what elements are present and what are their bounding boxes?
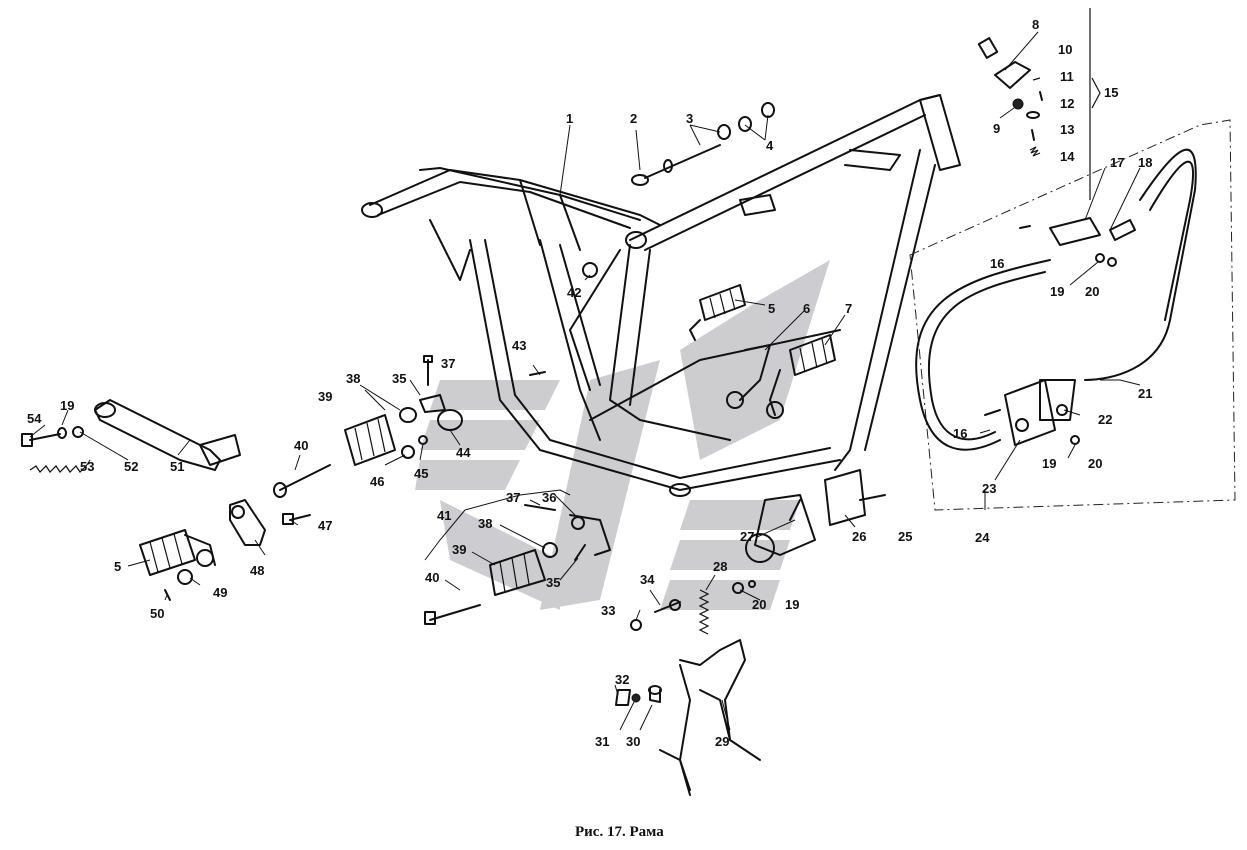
callout-31: 31 <box>595 734 609 749</box>
callout-20c: 20 <box>752 597 766 612</box>
callout-19c: 19 <box>785 597 799 612</box>
callout-44: 44 <box>456 445 471 460</box>
callout-42: 42 <box>567 285 581 300</box>
callout-38b: 38 <box>346 371 360 386</box>
callout-28: 28 <box>713 559 727 574</box>
callout-50: 50 <box>150 606 164 621</box>
callout-49: 49 <box>213 585 227 600</box>
callout-23: 23 <box>982 481 996 496</box>
callout-54: 54 <box>27 411 42 426</box>
callout-8: 8 <box>1032 17 1039 32</box>
callout-14: 14 <box>1060 149 1075 164</box>
callout-13: 13 <box>1060 122 1074 137</box>
part-2-bolt <box>631 102 775 186</box>
callout-16b: 16 <box>953 426 967 441</box>
callout-53: 53 <box>80 459 94 474</box>
crash-bar-assembly <box>909 119 1236 511</box>
callout-48: 48 <box>250 563 264 578</box>
ignition-parts <box>977 8 1101 200</box>
main-frame <box>361 94 961 497</box>
callout-25: 25 <box>898 529 912 544</box>
callout-10: 10 <box>1058 42 1072 57</box>
callout-35b: 35 <box>392 371 406 386</box>
callout-38: 38 <box>478 516 492 531</box>
callout-20: 20 <box>1085 284 1099 299</box>
callout-16: 16 <box>990 256 1004 271</box>
footrest-left-upper <box>273 262 598 525</box>
callout-11: 11 <box>1060 69 1074 84</box>
callout-20b: 20 <box>1088 456 1102 471</box>
callout-12: 12 <box>1060 96 1074 111</box>
callout-5b: 5 <box>114 559 121 574</box>
callout-19: 19 <box>1050 284 1064 299</box>
callout-5: 5 <box>768 301 775 316</box>
callout-18: 18 <box>1138 155 1152 170</box>
callout-labels: 1 2 3 4 5 6 7 8 9 10 11 12 13 14 15 16 1… <box>27 17 1152 749</box>
callout-32: 32 <box>615 672 629 687</box>
callout-4: 4 <box>766 138 774 153</box>
callout-6: 6 <box>803 301 810 316</box>
callout-37b: 37 <box>441 356 455 371</box>
callout-15: 15 <box>1104 85 1118 100</box>
callout-2: 2 <box>630 111 637 126</box>
callout-41: 41 <box>437 508 451 523</box>
callout-40: 40 <box>425 570 439 585</box>
callout-29: 29 <box>715 734 729 749</box>
footrest-right <box>689 284 836 419</box>
callout-47: 47 <box>318 518 332 533</box>
callout-33: 33 <box>601 603 615 618</box>
callout-30: 30 <box>626 734 640 749</box>
callout-52: 52 <box>124 459 138 474</box>
callout-51: 51 <box>170 459 184 474</box>
figure-caption: Рис. 17. Рама <box>575 824 664 840</box>
callout-19b: 19 <box>1042 456 1056 471</box>
callout-3: 3 <box>686 111 693 126</box>
callout-40b: 40 <box>294 438 308 453</box>
callout-26: 26 <box>852 529 866 544</box>
callout-1: 1 <box>566 111 573 126</box>
callout-22: 22 <box>1098 412 1112 427</box>
callout-37: 37 <box>506 490 520 505</box>
callout-43: 43 <box>512 338 526 353</box>
callout-17: 17 <box>1110 155 1124 170</box>
callout-7: 7 <box>845 301 852 316</box>
callout-36: 36 <box>542 490 556 505</box>
centre-stand <box>615 580 761 796</box>
footrest-left-middle <box>424 504 611 625</box>
leader-lines <box>29 31 1141 731</box>
kickstart-lever <box>21 399 266 601</box>
callout-27: 27 <box>740 529 754 544</box>
stand-bracket <box>745 469 886 563</box>
callout-39b: 39 <box>318 389 332 404</box>
callout-19d: 19 <box>60 398 74 413</box>
callout-9: 9 <box>993 121 1000 136</box>
callout-39: 39 <box>452 542 466 557</box>
callout-21: 21 <box>1138 386 1152 401</box>
callout-46: 46 <box>370 474 384 489</box>
callout-24: 24 <box>975 530 990 545</box>
callout-35: 35 <box>546 575 560 590</box>
callout-45: 45 <box>414 466 428 481</box>
callout-34: 34 <box>640 572 655 587</box>
